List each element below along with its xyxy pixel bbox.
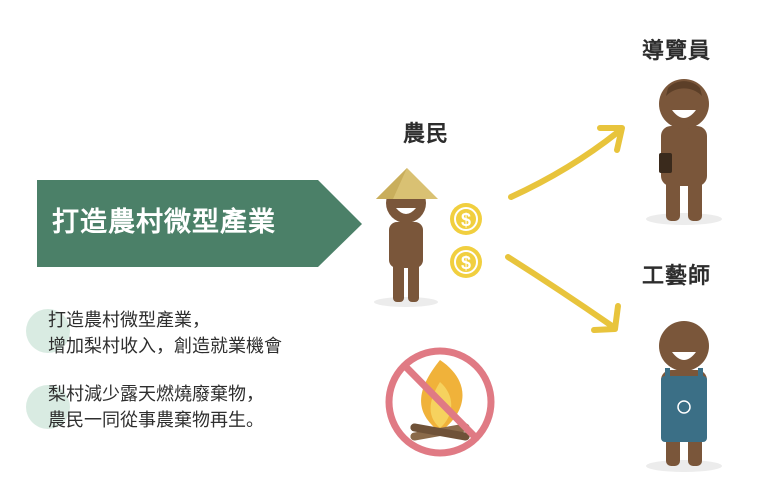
bullet-marker (26, 309, 70, 353)
farmer-label: 農民 (403, 122, 450, 147)
bullet-1-line1: 打造農村微型產業， (48, 310, 210, 331)
banner-title: 打造農村微型產業 (52, 207, 276, 238)
bullet-2-text: 梨村減少露天燃燒廢棄物， 農民一同從事農棄物再生。 (48, 382, 264, 434)
bullet-1-text: 打造農村微型產業， 增加梨村收入，創造就業機會 (48, 308, 282, 360)
bullet-marker (26, 385, 70, 429)
svg-text:$: $ (461, 253, 471, 273)
guide-label: 導覽員 (642, 39, 712, 64)
craftsman-label: 工藝師 (642, 264, 712, 289)
bullet-1-line2: 增加梨村收入，創造就業機會 (48, 336, 282, 357)
bullet-2-line1: 梨村減少露天燃燒廢棄物， (48, 384, 264, 405)
bullet-2-line2: 農民一同從事農棄物再生。 (48, 410, 264, 431)
svg-text:$: $ (461, 210, 471, 230)
